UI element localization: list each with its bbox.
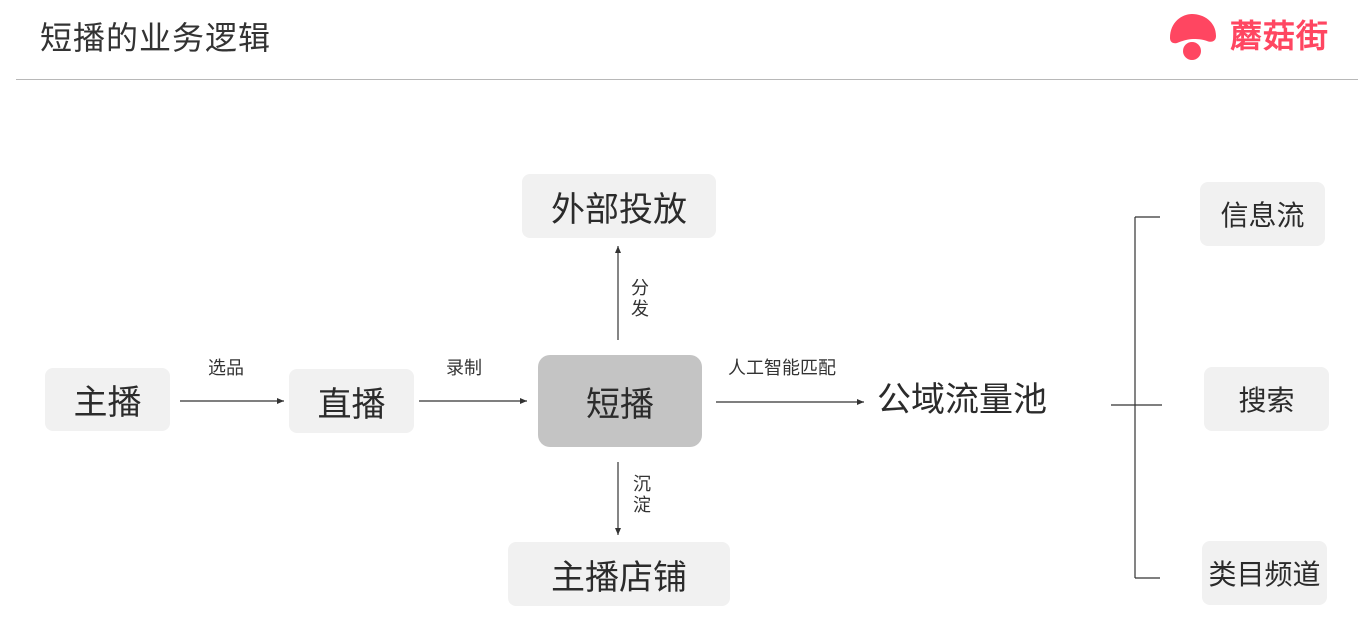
node-short-label: 短播 [586, 384, 654, 425]
node-category: 类目频道 [1202, 541, 1327, 605]
header-divider [16, 79, 1358, 80]
brand-logo: 蘑菇街 [1166, 10, 1356, 62]
node-external-label: 外部投放 [551, 189, 687, 230]
node-search: 搜索 [1204, 367, 1329, 431]
node-pool: 公域流量池 [877, 378, 1047, 422]
node-pool-label: 公域流量池 [877, 380, 1047, 420]
mushroom-icon [1170, 14, 1216, 60]
edge-label-match: 人工智能匹配 [728, 358, 836, 379]
edge-label-distribute: 分发 [631, 278, 649, 320]
brand-name: 蘑菇街 [1230, 17, 1330, 55]
node-anchor: 主播 [45, 368, 170, 431]
node-external: 外部投放 [522, 174, 716, 238]
page-title: 短播的业务逻辑 [40, 19, 272, 57]
node-live: 直播 [289, 369, 414, 433]
node-anchor-label: 主播 [73, 383, 142, 423]
node-shop-label: 主播店铺 [551, 557, 687, 598]
node-short: 短播 [538, 355, 702, 447]
node-feed-label: 信息流 [1220, 199, 1305, 232]
edge-label-select: 选品 [208, 358, 244, 379]
node-shop: 主播店铺 [508, 542, 730, 606]
edge-label-record: 录制 [446, 358, 482, 379]
node-live-label: 直播 [317, 384, 386, 425]
edge-label-settle: 沉淀 [633, 474, 651, 516]
node-search-label: 搜索 [1238, 384, 1295, 417]
node-category-label: 类目频道 [1208, 558, 1321, 591]
node-feed: 信息流 [1200, 182, 1325, 246]
